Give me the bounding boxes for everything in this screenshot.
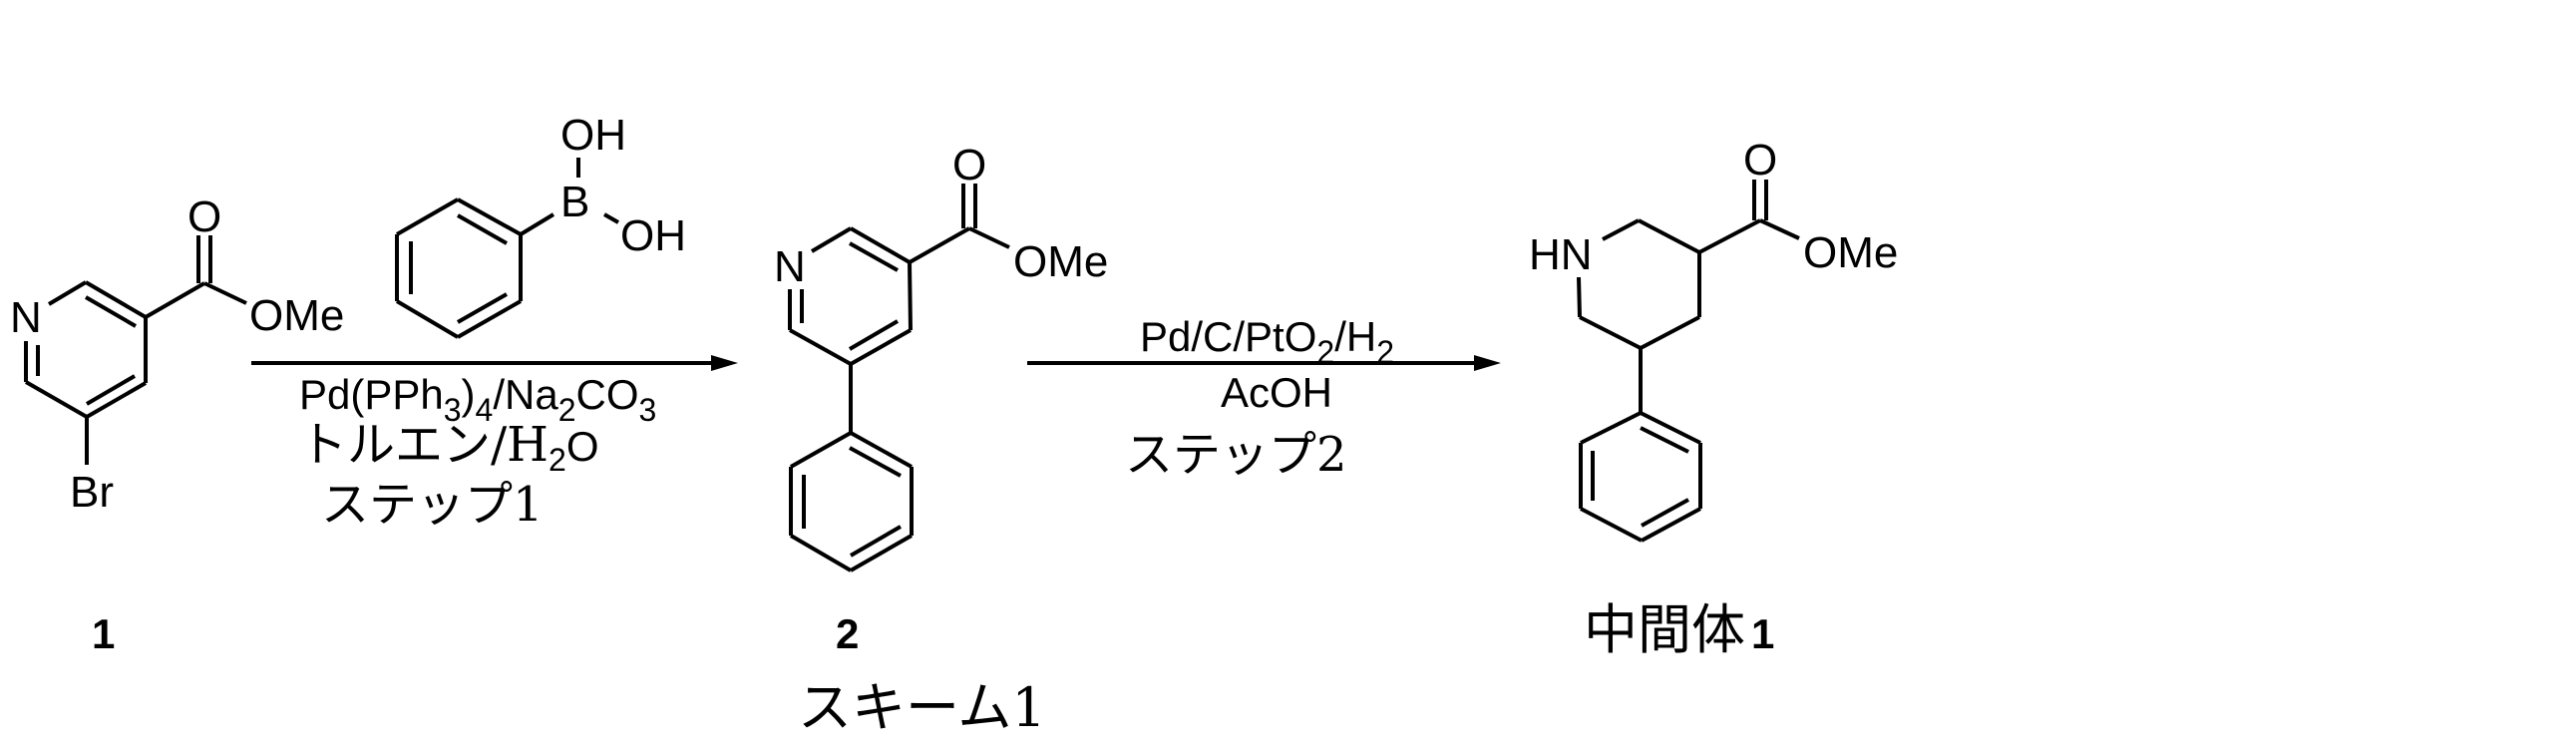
compound-label-2: 2 bbox=[836, 610, 859, 657]
scheme-caption: スキーム1 bbox=[798, 676, 1046, 739]
atom-o-carbonyl: O bbox=[187, 192, 221, 241]
atom-o-carbonyl: O bbox=[1743, 136, 1777, 185]
atom-nh: HN bbox=[1529, 230, 1593, 279]
compound-label-1: 1 bbox=[92, 610, 115, 657]
phenylboronic-acid-structure: B OH OH bbox=[395, 111, 686, 339]
step1-conditions-solvent: トルエン/H2O bbox=[299, 417, 599, 478]
step1-label: ステップ1 bbox=[321, 477, 544, 533]
step1-conditions-catalyst: Pd(PPh3)4/Na2CO3 bbox=[299, 371, 656, 428]
compound-1-structure: N O OMe Br bbox=[10, 192, 344, 517]
compound-2-structure: N O OMe bbox=[774, 141, 1108, 572]
atom-boron: B bbox=[560, 178, 589, 226]
atom-ome: OMe bbox=[249, 291, 344, 340]
atom-n: N bbox=[774, 242, 806, 291]
atom-oh-top: OH bbox=[560, 111, 626, 160]
reaction-arrow-step1 bbox=[251, 355, 738, 371]
step2-label: ステップ2 bbox=[1125, 427, 1347, 483]
atom-oh-right: OH bbox=[620, 211, 686, 260]
atom-br: Br bbox=[70, 468, 114, 517]
step2-conditions-solvent: AcOH bbox=[1221, 369, 1332, 416]
step2-conditions-catalyst: Pd/C/PtO2/H2 bbox=[1140, 313, 1394, 370]
reaction-arrow-step2 bbox=[1027, 355, 1501, 371]
atom-ome: OMe bbox=[1013, 237, 1108, 286]
atom-ome: OMe bbox=[1803, 228, 1898, 277]
intermediate-1-structure: HN O OMe bbox=[1529, 136, 1898, 543]
atom-o-carbonyl: O bbox=[952, 141, 986, 189]
atom-n: N bbox=[10, 293, 42, 342]
